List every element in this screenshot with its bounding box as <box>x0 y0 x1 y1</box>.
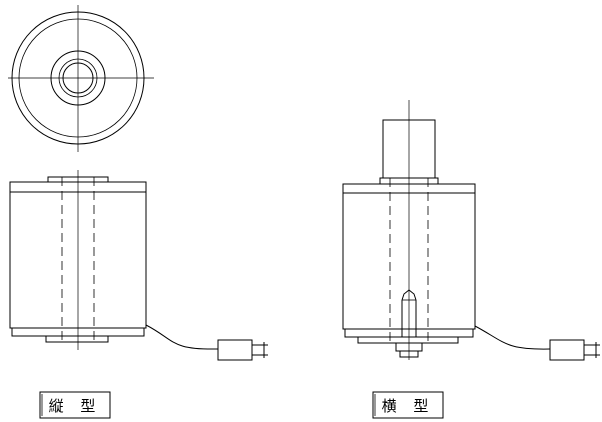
horizontal-type-label-box: 横 型 <box>372 391 444 419</box>
label-frame <box>372 391 444 419</box>
bottom-flange <box>45 335 109 343</box>
plug <box>217 339 253 361</box>
horizontal-type-label: 横 型 <box>382 397 435 415</box>
horizontal-type-side-view <box>342 100 600 361</box>
vertical-type-label: 縦 型 <box>49 397 102 415</box>
cable <box>474 325 551 350</box>
plug <box>549 339 585 361</box>
label-frame <box>39 391 111 419</box>
cable <box>145 324 219 350</box>
base-plate <box>357 336 459 344</box>
vertical-type-side-view <box>9 170 268 361</box>
top-view-circle <box>8 5 154 152</box>
vertical-type-label-box: 縦 型 <box>39 391 111 419</box>
